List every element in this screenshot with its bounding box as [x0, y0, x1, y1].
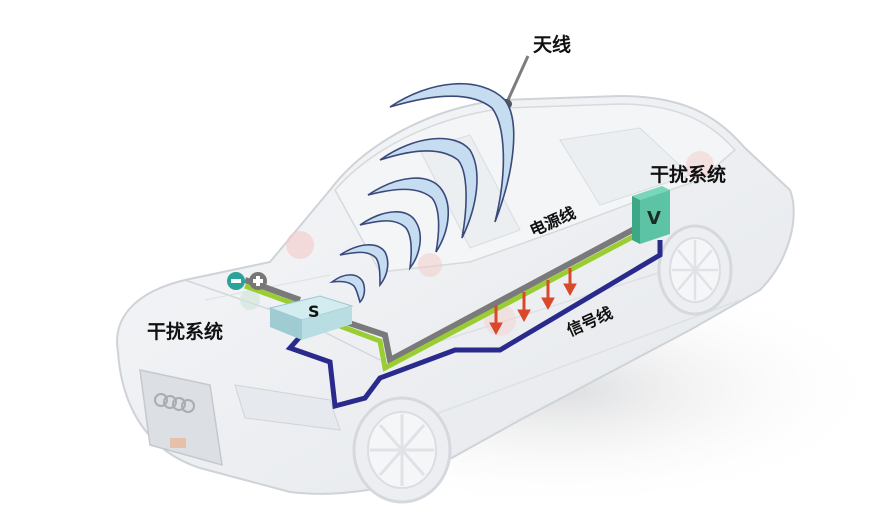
coupling-arrows	[489, 268, 577, 336]
arrow-down-icon	[541, 280, 555, 311]
victim-box-label: V	[647, 208, 661, 229]
interference-system-label-left: 干扰系统	[147, 321, 224, 343]
source-box-label: S	[308, 302, 320, 321]
front-wheel	[352, 396, 452, 504]
arrow-down-icon	[517, 292, 531, 323]
headlight	[234, 384, 341, 431]
arrow-down-icon	[489, 305, 503, 336]
victim-box	[632, 186, 670, 244]
radiated-waves	[329, 82, 515, 304]
signal-line	[285, 240, 663, 410]
source-box	[268, 295, 354, 340]
car-logo-icon	[154, 393, 195, 413]
antenna-label: 天线	[533, 34, 572, 56]
battery-terminals	[227, 272, 267, 290]
interference-system-label-right: 干扰系统	[650, 164, 727, 186]
front-grille	[139, 369, 223, 467]
arrow-down-icon	[563, 268, 577, 297]
rear-wheel	[657, 224, 733, 316]
